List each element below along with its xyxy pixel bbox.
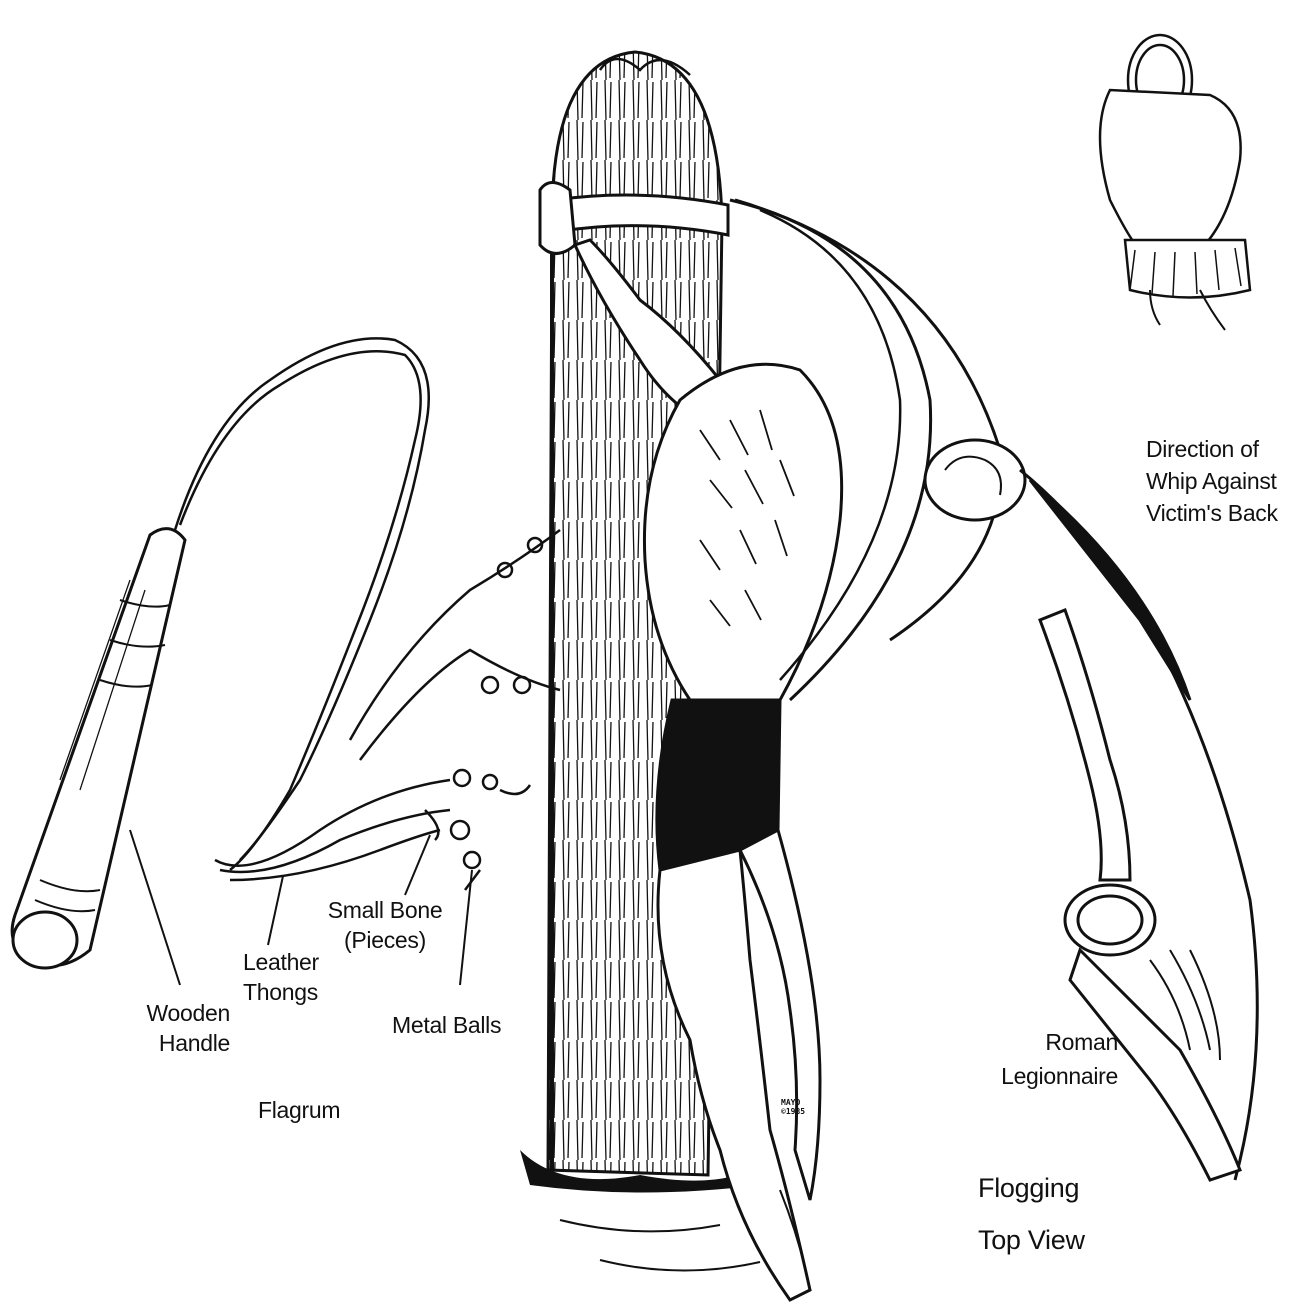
wooden-handle-label-line2: Handle — [118, 1028, 230, 1058]
direction-label: Direction of Whip Against Victim's Back — [1146, 433, 1278, 529]
leather-thongs-label-line2: Thongs — [243, 977, 319, 1007]
direction-label-line3: Victim's Back — [1146, 497, 1278, 529]
wooden-handle — [12, 529, 185, 968]
roman-legionnaire-label-line1: Roman — [960, 1025, 1118, 1059]
leather-thongs — [175, 338, 560, 890]
leader-wooden-handle — [130, 830, 180, 985]
direction-label-line2: Whip Against — [1146, 465, 1278, 497]
leader-small-bone — [405, 835, 430, 895]
direction-label-line1: Direction of — [1146, 433, 1278, 465]
top-view-figure — [1100, 35, 1250, 330]
leather-thongs-label-line1: Leather — [243, 947, 319, 977]
leather-thongs-label: Leather Thongs — [243, 947, 319, 1007]
leader-leather-thongs — [268, 876, 283, 945]
roman-legionnaire-label: Roman Legionnaire — [960, 1025, 1118, 1093]
artist-signature: MAYO ©1985 — [781, 1098, 805, 1116]
artist-signature-line1: MAYO — [781, 1098, 805, 1107]
small-bone-label-line2: (Pieces) — [310, 925, 460, 955]
flogging-top-view-label-line1: Flogging — [978, 1162, 1085, 1214]
flagrum-label: Flagrum — [258, 1095, 340, 1125]
flogging-top-view-label-line2: Top View — [978, 1214, 1085, 1266]
small-bone-label-line1: Small Bone — [310, 895, 460, 925]
wooden-handle-label-line1: Wooden — [118, 998, 230, 1028]
flogging-top-view-label: Flogging Top View — [978, 1162, 1085, 1266]
wooden-handle-label: Wooden Handle — [118, 998, 230, 1058]
roman-legionnaire-label-line2: Legionnaire — [960, 1059, 1118, 1093]
artist-signature-line2: ©1985 — [781, 1107, 805, 1116]
small-bone-label: Small Bone (Pieces) — [310, 895, 460, 955]
metal-balls-label: Metal Balls — [392, 1010, 501, 1040]
